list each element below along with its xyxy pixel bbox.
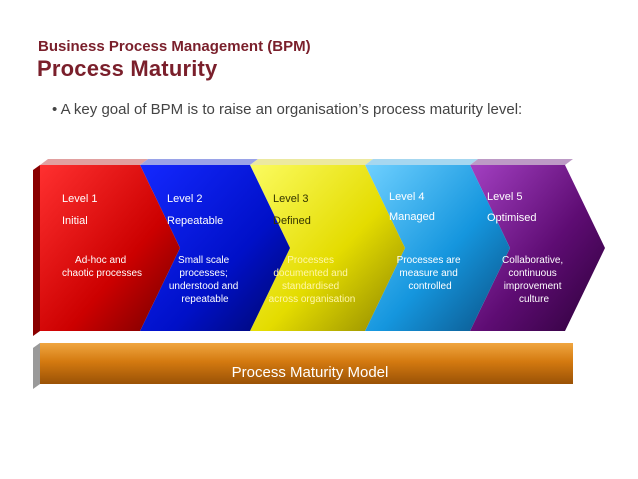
level-5-name: Optimised [487, 212, 537, 224]
level-5-label: Level 5 [487, 191, 522, 203]
level-4-desc-line: measure and [399, 268, 457, 279]
level-1-desc-line: chaotic processes [62, 268, 142, 279]
chevron-level-1-side [33, 165, 40, 336]
level-2-desc-line: Small scale [178, 255, 230, 266]
model-bar-label: Process Maturity Model [232, 364, 389, 381]
level-2-desc-line: repeatable [181, 294, 229, 305]
level-3-desc-line: across organisation [269, 294, 356, 305]
page-title: Process Maturity [37, 56, 218, 81]
level-4-name: Managed [389, 211, 435, 223]
level-3-desc-line: Processes [287, 255, 334, 266]
level-5-desc-line: Collaborative, [502, 255, 563, 266]
level-2-desc-line: understood and [169, 281, 239, 292]
key-goal-bullet: • A key goal of BPM is to raise an organ… [52, 101, 523, 118]
level-3-label: Level 3 [273, 193, 308, 205]
level-4-label: Level 4 [389, 191, 424, 203]
process-maturity-model-bar: Process Maturity Model [33, 343, 573, 389]
level-1-name: Initial [62, 215, 88, 227]
chevron-level-4 [365, 165, 510, 331]
level-2-desc-line: processes; [179, 268, 227, 279]
level-1-desc: Ad-hoc and chaotic processes [62, 255, 142, 279]
level-3-name: Defined [273, 215, 311, 227]
chevron-top-edges [40, 159, 573, 165]
level-5-desc-line: improvement [504, 281, 562, 292]
level-2-name: Repeatable [167, 215, 223, 227]
level-3-desc-line: documented and [273, 268, 348, 279]
level-4-desc: Processes are measure and controlled [397, 255, 464, 292]
level-5-desc-line: culture [519, 294, 549, 305]
header-subtitle: Business Process Management (BPM) [38, 38, 311, 55]
chevron-level-3 [250, 165, 405, 331]
level-4-desc-line: Processes are [397, 255, 461, 266]
chevron-level-1 [40, 165, 180, 331]
level-5-desc: Collaborative, continuous improvement cu… [502, 255, 566, 305]
level-1-label: Level 1 [62, 193, 97, 205]
level-3-desc: Processes documented and standardised ac… [269, 255, 356, 305]
chevron-level-2 [140, 165, 290, 331]
level-4-desc-line: controlled [408, 281, 451, 292]
level-2-label: Level 2 [167, 193, 202, 205]
level-3-desc-line: standardised [282, 281, 339, 292]
level-2-desc: Small scale processes; understood and re… [169, 255, 241, 305]
level-1-desc-line: Ad-hoc and [75, 255, 126, 266]
chevron-level-5 [470, 165, 605, 331]
level-5-desc-line: continuous [508, 268, 556, 279]
